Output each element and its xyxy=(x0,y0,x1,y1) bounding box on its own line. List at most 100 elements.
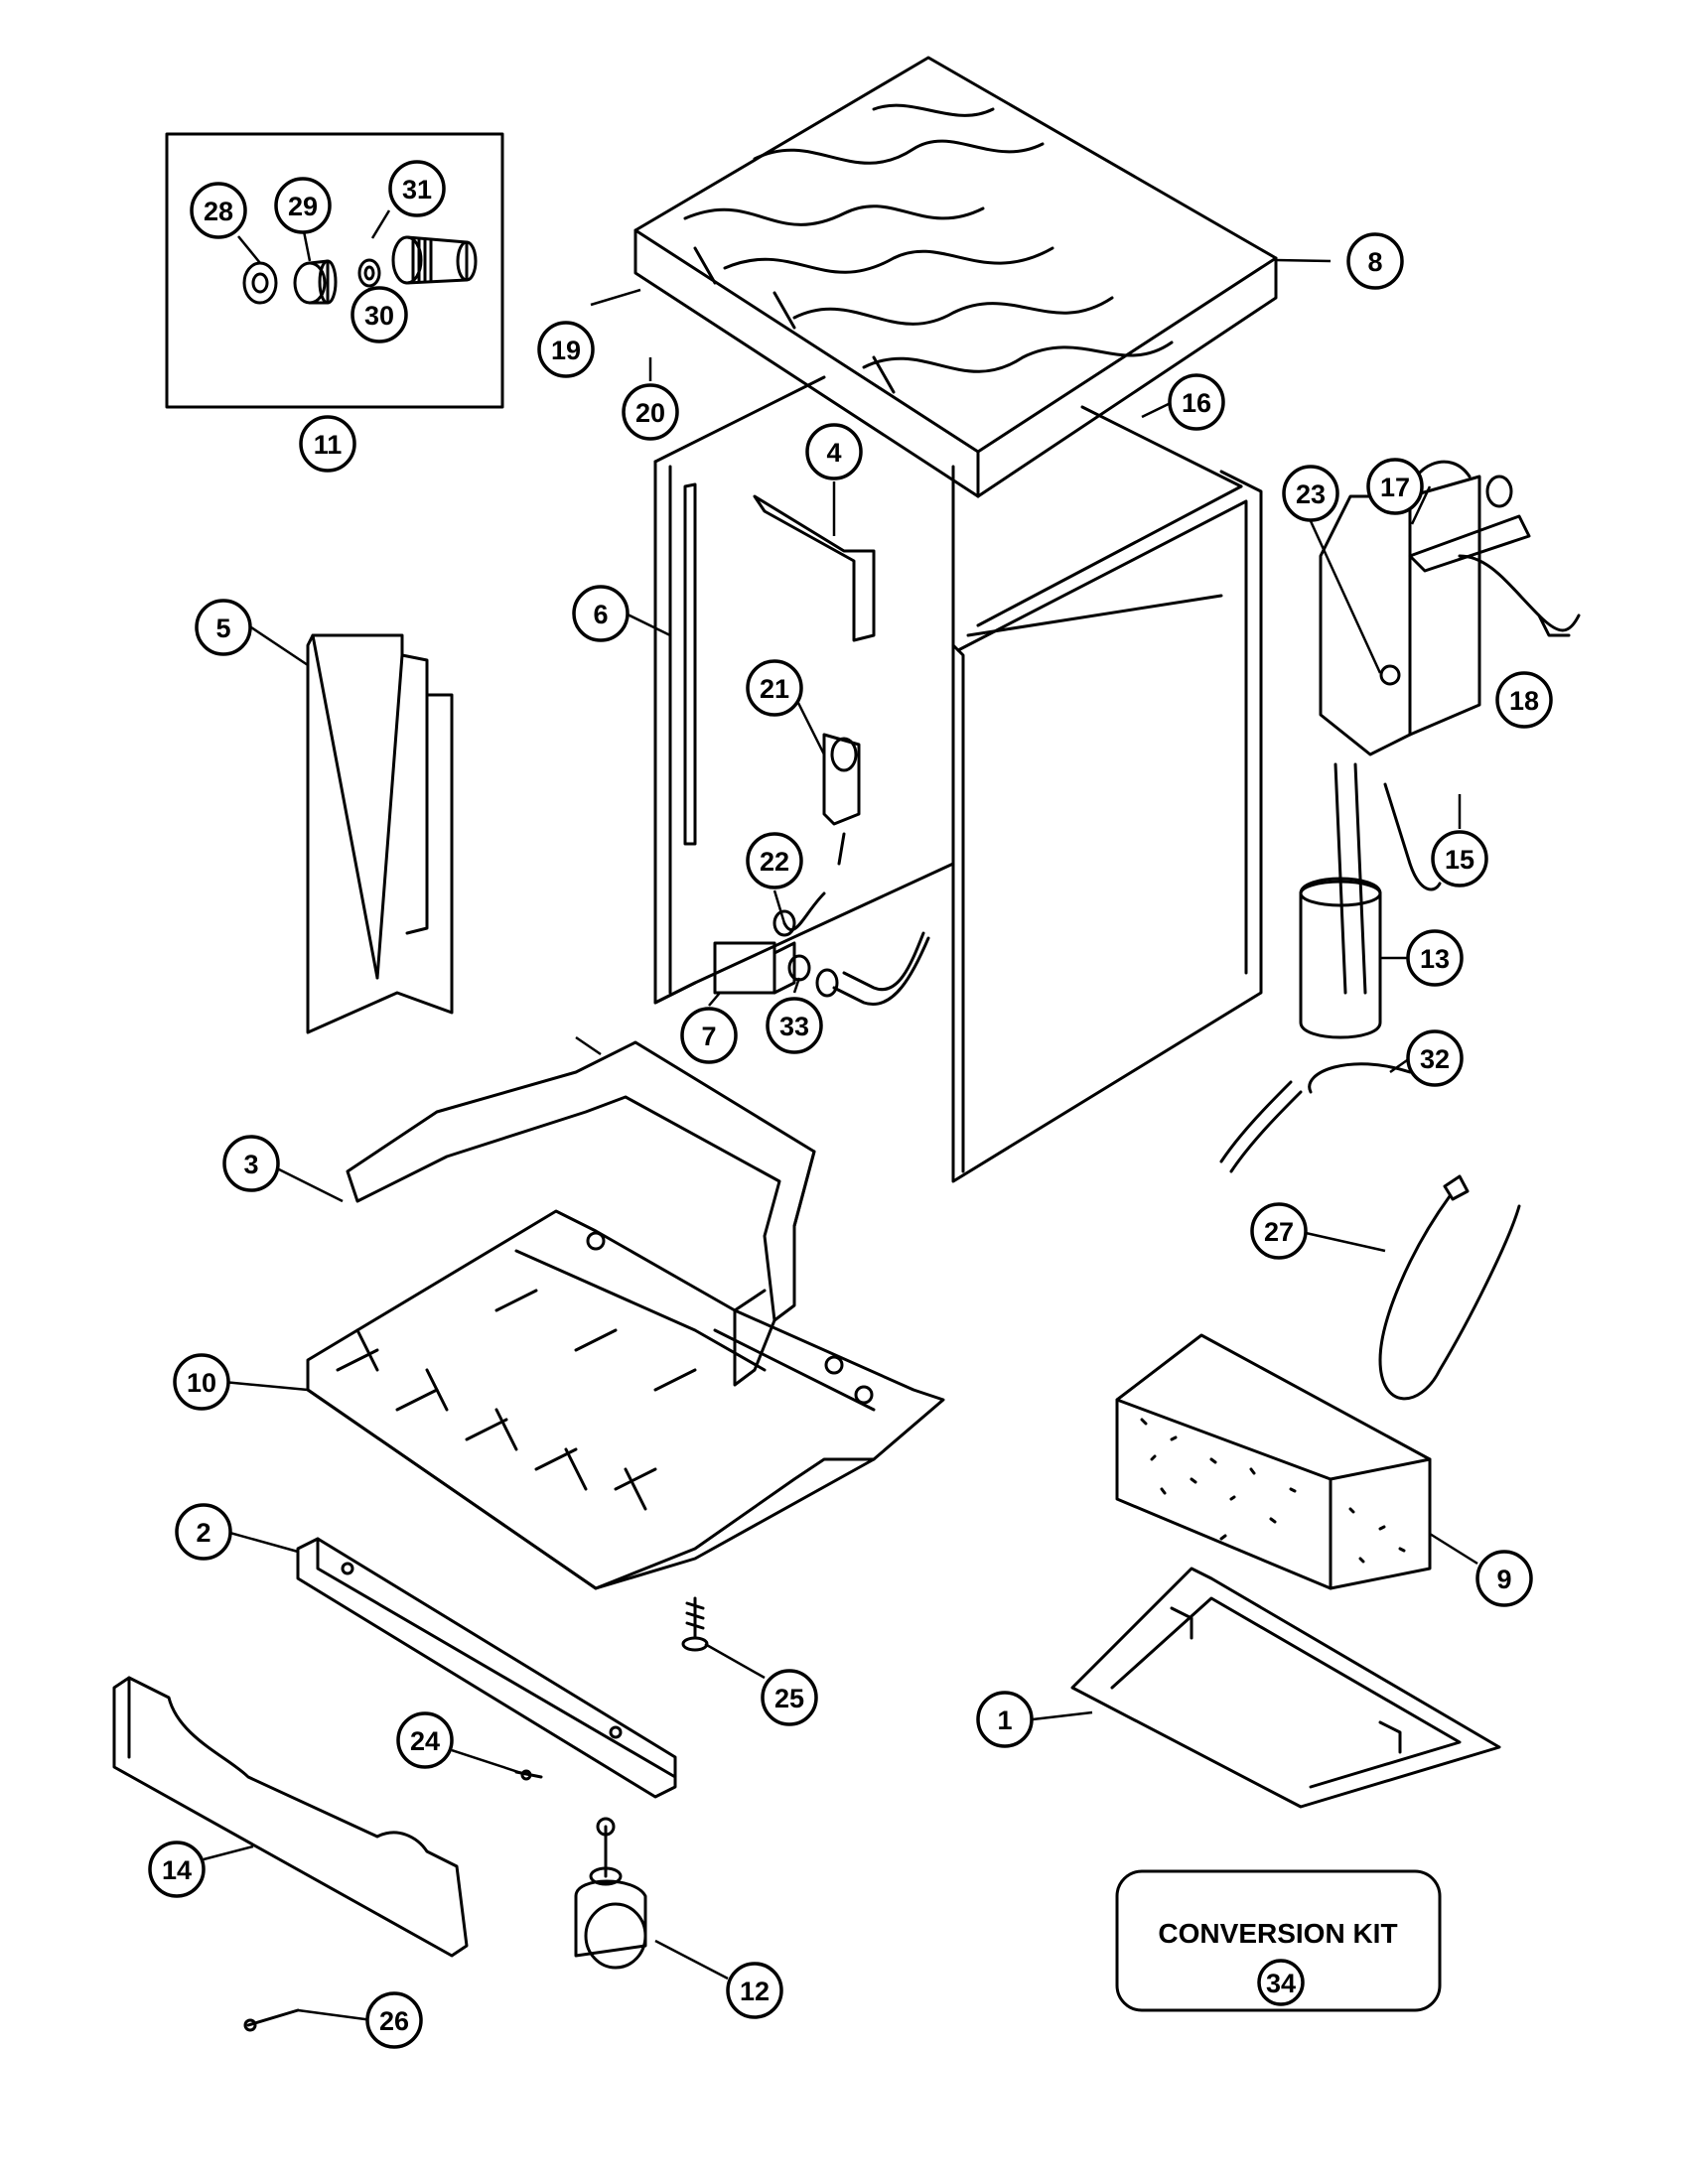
wood-top-8-drawing xyxy=(633,56,1278,498)
callout-21-circle xyxy=(746,659,803,717)
callout-34-label: 34 xyxy=(1266,1969,1296,1998)
callout-19: 19 xyxy=(537,321,595,378)
callout-4: 4 xyxy=(805,423,863,480)
kick-plate-14-drawing xyxy=(112,1676,469,1958)
callout-6-circle xyxy=(572,585,630,642)
callout-18-circle xyxy=(1495,671,1553,729)
callout-12-label: 12 xyxy=(740,1977,770,2006)
knob-31-drawing xyxy=(391,235,478,285)
callout-2-label: 2 xyxy=(196,1518,210,1548)
callout-28: 28 xyxy=(190,182,247,239)
callout-3: 3 xyxy=(222,1135,280,1192)
callout-24: 24 xyxy=(396,1711,454,1769)
callout-32: 32 xyxy=(1406,1029,1464,1087)
base-plate-10-drawing xyxy=(306,1209,945,1590)
callout-5-label: 5 xyxy=(215,614,230,643)
callout-16: 16 xyxy=(1168,373,1225,431)
clamp-27-drawing xyxy=(1378,1174,1521,1401)
callout-23: 23 xyxy=(1282,465,1339,522)
callout-32-circle xyxy=(1406,1029,1464,1087)
callout-23-label: 23 xyxy=(1296,479,1326,509)
callout-11-label: 11 xyxy=(314,430,343,460)
callout-20: 20 xyxy=(622,383,679,441)
callout-2-circle xyxy=(175,1503,232,1561)
callout-15-label: 15 xyxy=(1445,845,1474,875)
callout-1-circle xyxy=(976,1691,1034,1748)
callout-5: 5 xyxy=(195,599,252,656)
callout-4-label: 4 xyxy=(826,438,841,468)
callout-9-circle xyxy=(1475,1550,1533,1607)
callout-33: 33 xyxy=(766,997,823,1054)
callout-14-circle xyxy=(148,1841,206,1898)
bracket-4-drawing xyxy=(753,494,876,642)
callout-10-circle xyxy=(173,1353,230,1411)
rail-2-drawing xyxy=(296,1537,677,1799)
foam-9-drawing xyxy=(1115,1333,1432,1590)
callout-3-circle xyxy=(222,1135,280,1192)
callout-29-circle xyxy=(274,177,332,234)
callout-27: 27 xyxy=(1250,1202,1308,1260)
washer-28-drawing xyxy=(242,261,278,305)
callout-29-label: 29 xyxy=(288,192,318,221)
tray-1-drawing xyxy=(1070,1567,1501,1809)
callout-7: 7 xyxy=(680,1007,738,1064)
callout-22-circle xyxy=(746,832,803,889)
callout-16-circle xyxy=(1168,373,1225,431)
callout-9-label: 9 xyxy=(1496,1565,1511,1594)
callout-34-circle xyxy=(1257,1959,1305,2006)
callout-1: 1 xyxy=(976,1691,1034,1748)
callout-24-circle xyxy=(396,1711,454,1769)
callout-8: 8 xyxy=(1346,232,1404,290)
callout-17: 17 xyxy=(1366,458,1424,515)
callout-8-label: 8 xyxy=(1367,247,1382,277)
callout-16-label: 16 xyxy=(1182,388,1211,418)
callout-28-circle xyxy=(190,182,247,239)
control-assembly-drawing xyxy=(1219,460,1581,1173)
cabinet-16-drawing xyxy=(653,375,1263,1183)
callout-7-circle xyxy=(680,1007,738,1064)
callout-12-circle xyxy=(726,1962,783,2019)
callout-15-circle xyxy=(1431,830,1488,887)
valve-assembly-drawing xyxy=(713,733,930,1007)
callout-6: 6 xyxy=(572,585,630,642)
callout-31: 31 xyxy=(388,160,446,217)
callout-2: 2 xyxy=(175,1503,232,1561)
callout-26-label: 26 xyxy=(379,2006,409,2036)
callout-26: 26 xyxy=(365,1991,423,2049)
callout-27-label: 27 xyxy=(1264,1217,1294,1247)
caster-12-drawing xyxy=(574,1817,647,1970)
washer-30-drawing xyxy=(357,258,381,288)
callout-28-label: 28 xyxy=(204,197,233,226)
callout-15: 15 xyxy=(1431,830,1488,887)
callout-12: 12 xyxy=(726,1962,783,2019)
right-panel-detail xyxy=(951,643,965,1173)
callout-19-circle xyxy=(537,321,595,378)
screw-26-drawing xyxy=(243,2008,300,2032)
callout-7-label: 7 xyxy=(701,1022,716,1051)
callout-20-label: 20 xyxy=(635,398,665,428)
callout-10-label: 10 xyxy=(187,1368,216,1398)
inset-box-11 xyxy=(165,132,504,409)
callout-19-label: 19 xyxy=(551,336,581,365)
callout-3-label: 3 xyxy=(243,1150,258,1179)
callout-14: 14 xyxy=(148,1841,206,1898)
conversion-kit-box: CONVERSION KIT 34 xyxy=(1115,1869,1442,2012)
callout-31-circle xyxy=(388,160,446,217)
callout-1-label: 1 xyxy=(997,1706,1012,1735)
callout-22-label: 22 xyxy=(760,847,789,877)
callout-18: 18 xyxy=(1495,671,1553,729)
callout-30-label: 30 xyxy=(364,301,394,331)
callout-13-circle xyxy=(1406,929,1464,987)
frame-3-drawing xyxy=(346,1040,816,1387)
callout-13: 13 xyxy=(1406,929,1464,987)
callout-30-circle xyxy=(351,286,408,343)
callout-8-circle xyxy=(1346,232,1404,290)
callout-14-label: 14 xyxy=(162,1855,192,1885)
callout-26-circle xyxy=(365,1991,423,2049)
callout-32-label: 32 xyxy=(1420,1044,1450,1074)
callout-5-circle xyxy=(195,599,252,656)
callout-24-label: 24 xyxy=(410,1726,440,1756)
callout-20-circle xyxy=(622,383,679,441)
